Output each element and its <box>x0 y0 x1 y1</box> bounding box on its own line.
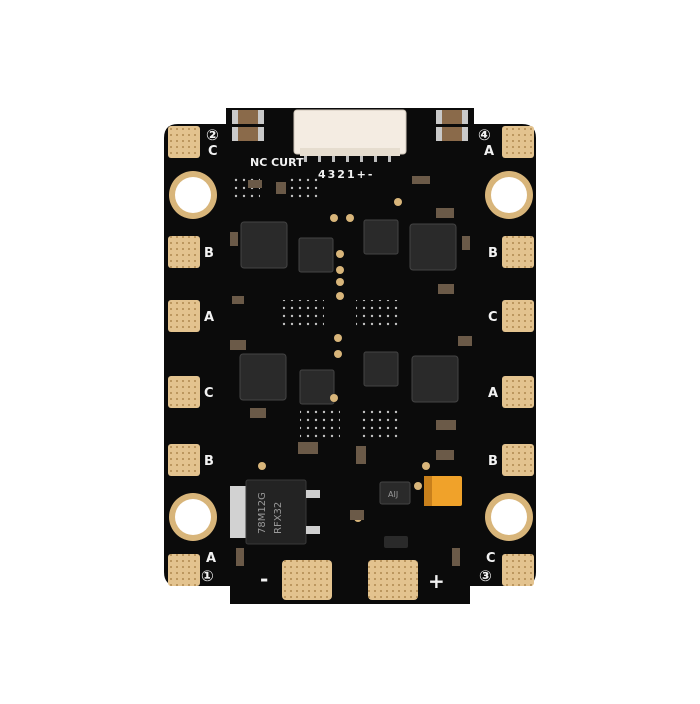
voltage-regulator <box>230 479 320 545</box>
small-ic-marking: AIJ <box>388 490 398 499</box>
left-pad-label-6: A <box>206 551 216 566</box>
right-pad-label-3: C <box>488 310 498 325</box>
left-pad-label-1: C <box>208 144 218 159</box>
corner-number-bottom-left: ① <box>201 567 214 585</box>
connector-pin-labels: 4321+- <box>318 168 374 181</box>
top-capacitors <box>232 110 468 141</box>
center-vias <box>258 198 430 522</box>
left-pad-label-4: C <box>204 386 214 401</box>
power-minus-label: - <box>260 567 268 591</box>
right-pad-label-1: A <box>484 144 494 159</box>
corner-number-top-right: ④ <box>478 126 491 144</box>
right-pad-label-5: B <box>488 454 498 469</box>
right-motor-pads <box>502 126 534 586</box>
power-pad-negative <box>282 560 332 600</box>
left-pad-label-5: B <box>204 454 214 469</box>
corner-number-bottom-right: ③ <box>479 567 492 585</box>
tantalum-capacitor <box>424 476 462 506</box>
via-fields <box>232 176 402 440</box>
smd-components <box>230 176 472 566</box>
pcb-board <box>164 108 536 604</box>
mounting-holes <box>169 171 533 541</box>
left-motor-pads <box>168 126 200 586</box>
corner-number-top-left: ② <box>206 126 219 144</box>
regulator-marking-line2: RFX32 <box>273 502 284 534</box>
connector-label: NC CURT <box>250 156 304 169</box>
small-ic <box>379 481 411 548</box>
regulator-marking-line1: 78M12G <box>257 492 268 534</box>
left-pad-label-3: A <box>204 310 214 325</box>
left-pad-label-2: B <box>204 246 214 261</box>
signal-connector <box>293 109 407 162</box>
power-pad-positive <box>368 560 418 600</box>
right-pad-label-6: C <box>486 551 496 566</box>
mosfet-chips <box>239 219 459 405</box>
right-pad-label-4: A <box>488 386 498 401</box>
power-plus-label: + <box>428 569 445 593</box>
right-pad-label-2: B <box>488 246 498 261</box>
